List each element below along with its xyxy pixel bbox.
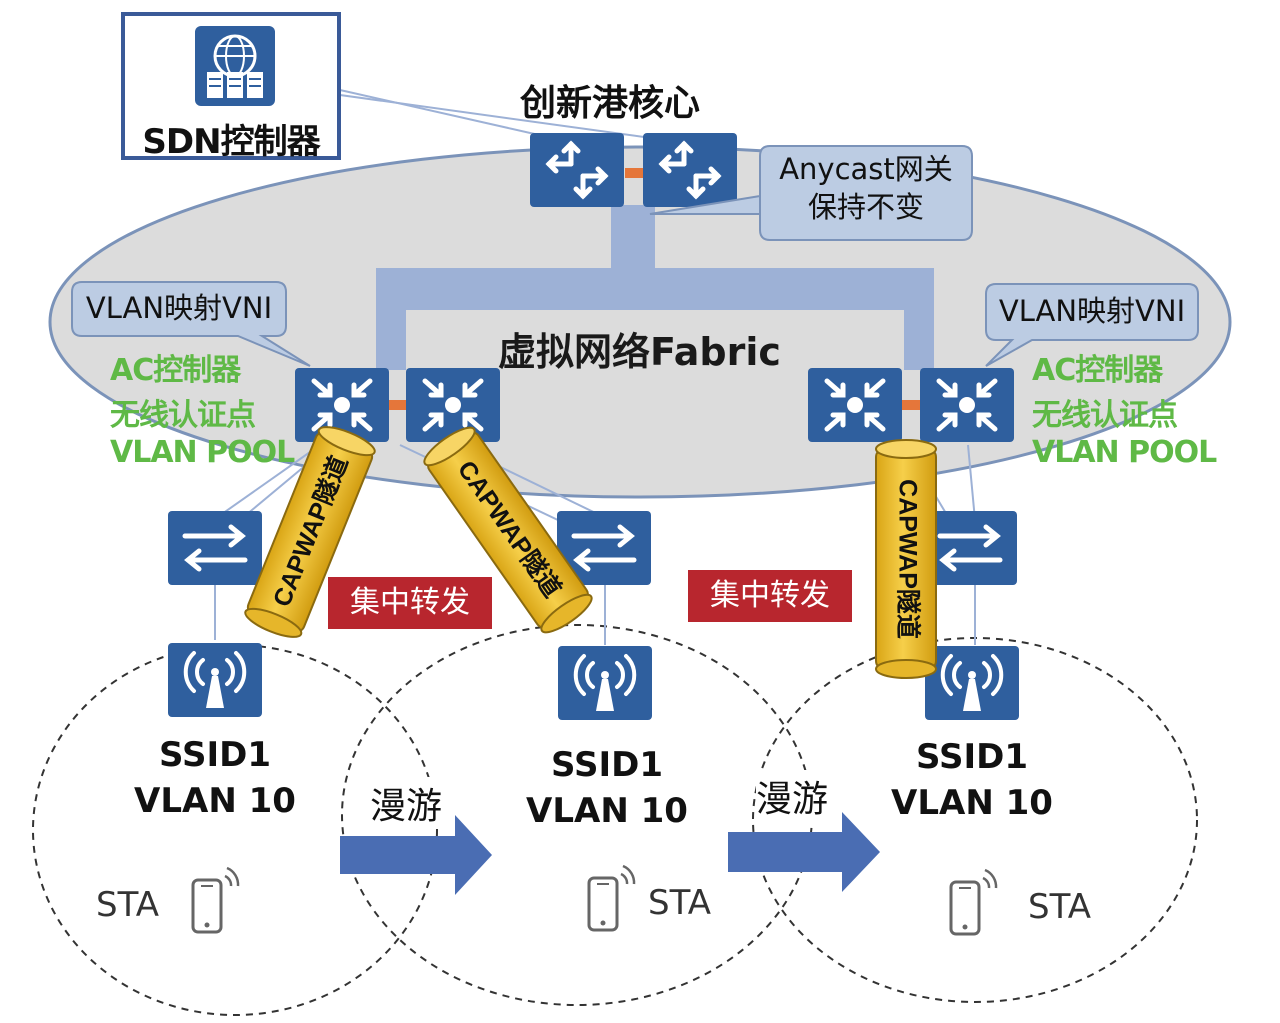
roaming-arrow-1 — [340, 815, 492, 895]
core-router-icon — [643, 133, 737, 207]
access-point-icon — [556, 644, 654, 722]
capwap-tunnel-3 — [875, 439, 937, 679]
agg-link-left — [389, 400, 407, 410]
ssid-label: SSID1 — [159, 735, 271, 775]
anycast-callout-shape — [649, 145, 973, 241]
right-callout-text: VLAN映射VNI — [998, 294, 1186, 328]
left-feature-auth: 无线认证点 — [110, 398, 256, 433]
access-switch-icon — [168, 511, 262, 585]
fabric-backbone — [376, 205, 934, 370]
roaming-arrow-2 — [728, 812, 880, 892]
anycast-callout: Anycast网关 保持不变 — [762, 150, 970, 226]
ap-label-2: SSID1 VLAN 10 — [517, 742, 697, 834]
sdn-controller-box: SDN控制器 — [121, 12, 341, 162]
capwap-tunnel-1 — [244, 426, 376, 638]
roaming-label-1: 漫游 — [370, 777, 443, 829]
right-feature-ac: AC控制器 — [1032, 353, 1163, 388]
controller-link — [339, 89, 571, 143]
core-title: 创新港核心 — [520, 83, 701, 124]
ssid-label: SSID1 — [916, 737, 1028, 777]
forwarding-label-2: 集中转发 — [688, 570, 852, 622]
access-switch-icon — [923, 511, 1017, 585]
vlan-label: VLAN 10 — [891, 783, 1053, 823]
left-callout-text: VLAN映射VNI — [85, 291, 273, 325]
fabric-label: 虚拟网络Fabric — [498, 330, 781, 374]
vlan-label: VLAN 10 — [134, 781, 296, 821]
phone-icon — [587, 864, 636, 932]
core-router-icon — [530, 133, 624, 207]
anycast-callout-line1: Anycast网关 — [779, 152, 953, 186]
agg-link-right — [902, 400, 920, 410]
capwap-tunnel-2 — [423, 426, 593, 634]
roaming-label-2: 漫游 — [756, 770, 829, 822]
right-feature-pool: VLAN POOL — [1032, 435, 1217, 470]
vlan-label: VLAN 10 — [526, 791, 688, 831]
sta-label-2: STA — [648, 883, 711, 923]
anycast-callout-line2: 保持不变 — [807, 190, 924, 224]
access-point-icon — [166, 641, 264, 719]
sdn-controller-label: SDN控制器 — [142, 122, 320, 162]
agg-switch-icon — [406, 368, 500, 442]
right-feature-auth: 无线认证点 — [1032, 398, 1178, 433]
ap-label-3: SSID1 VLAN 10 — [882, 734, 1062, 826]
phone-icon — [949, 868, 998, 936]
server-globe-icon — [195, 26, 275, 106]
left-feature-pool: VLAN POOL — [110, 435, 295, 470]
agg-switch-icon — [920, 368, 1014, 442]
ssid-label: SSID1 — [551, 745, 663, 785]
ap-label-1: SSID1 VLAN 10 — [125, 732, 305, 824]
left-callout-shape — [71, 281, 311, 367]
right-callout-shape — [985, 283, 1199, 367]
sta-label-1: STA — [96, 885, 159, 925]
access-point-icon — [923, 644, 1021, 722]
left-feature-ac: AC控制器 — [110, 353, 241, 388]
controller-link — [339, 94, 681, 143]
agg-switch-icon — [808, 368, 902, 442]
forwarding-label-1: 集中转发 — [328, 577, 492, 629]
core-link — [625, 168, 643, 178]
sta-label-3: STA — [1028, 887, 1091, 927]
tunnel-label-3: CAPWAP隧道 — [893, 479, 922, 639]
phone-icon — [191, 866, 240, 934]
